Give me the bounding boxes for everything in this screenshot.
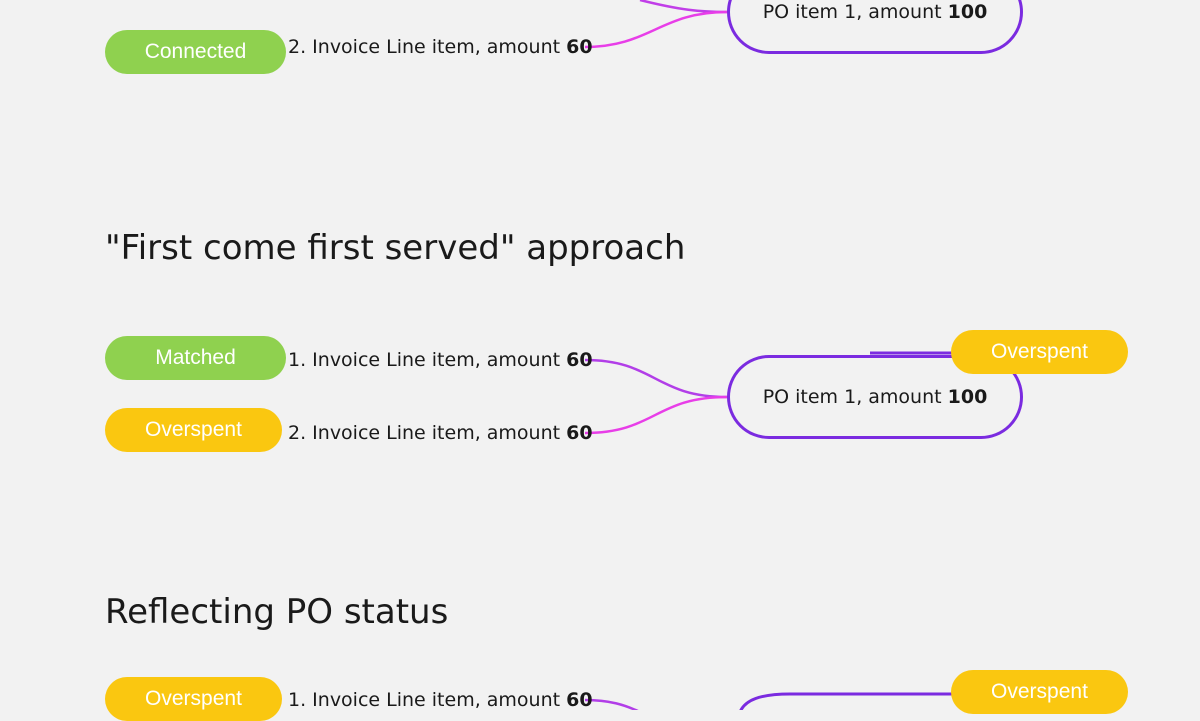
po-item-label: PO item 1, amount xyxy=(762,386,942,408)
section-title-first-come: "First come first served" approach xyxy=(105,228,686,268)
po-item-box: PO item 1, amount 100 xyxy=(727,0,1023,54)
section-title-reflecting-po: Reflecting PO status xyxy=(105,592,449,632)
invoice-line-label: 2. Invoice Line item, amount xyxy=(288,36,561,58)
invoice-line-item-2: 2. Invoice Line item, amount 60 xyxy=(288,35,593,59)
invoice-line-item-2: 2. Invoice Line item, amount 60 xyxy=(288,421,593,445)
invoice-line-amount: 60 xyxy=(566,422,593,444)
invoice-line-amount: 60 xyxy=(566,349,593,371)
connector-s3-line1 xyxy=(584,698,639,710)
invoice-line-label: 2. Invoice Line item, amount xyxy=(288,422,561,444)
connector-s2-line2 xyxy=(584,395,728,435)
po-item-label: PO item 1, amount xyxy=(762,1,942,23)
po-item-amount: 100 xyxy=(947,1,988,23)
po-status-badge-overspent: Overspent xyxy=(951,330,1128,374)
connector-s2-line1 xyxy=(584,358,728,399)
invoice-line-label: 1. Invoice Line item, amount xyxy=(288,689,561,711)
po-item-amount: 100 xyxy=(947,386,988,408)
invoice-line-amount: 60 xyxy=(566,36,593,58)
invoice-line-item-1: 1. Invoice Line item, amount 60 xyxy=(288,348,593,372)
po-status-badge-overspent: Overspent xyxy=(951,670,1128,714)
connector-s1-line1 xyxy=(639,0,728,14)
connector-s1-line2 xyxy=(584,10,728,49)
status-badge-connected: Connected xyxy=(105,30,286,74)
status-badge-overspent: Overspent xyxy=(105,408,282,452)
invoice-line-item-1: 1. Invoice Line item, amount 60 xyxy=(288,688,593,712)
connector-s3-po-status xyxy=(739,692,960,710)
invoice-line-label: 1. Invoice Line item, amount xyxy=(288,349,561,371)
status-badge-overspent: Overspent xyxy=(105,677,282,721)
status-badge-matched: Matched xyxy=(105,336,286,380)
invoice-line-amount: 60 xyxy=(566,689,593,711)
